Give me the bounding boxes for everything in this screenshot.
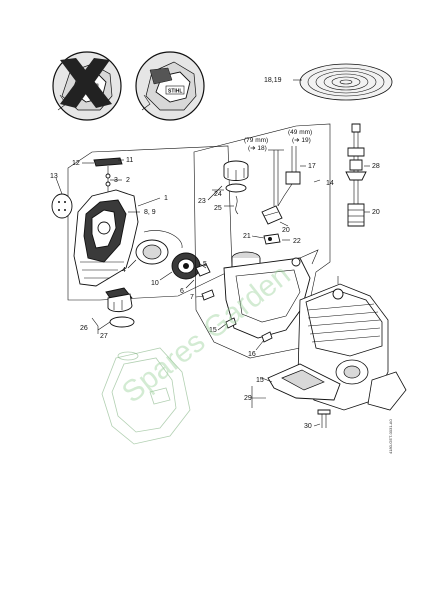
callout-24: 24 [214, 191, 222, 198]
callout-6: 6 [180, 288, 184, 295]
washer-13-part [51, 193, 73, 219]
callout-26: 26 [80, 325, 88, 332]
tank-vent-part [263, 233, 281, 245]
callout-22: 22 [293, 238, 301, 245]
rope-rotor-part [135, 230, 183, 265]
callout-23: 23 [198, 198, 206, 205]
model-variant-excluded-icon: STIHL [52, 51, 122, 121]
o-ring-24-part [225, 183, 247, 193]
callout-13: 13 [50, 173, 58, 180]
callout-27: 27 [100, 333, 108, 340]
callout-7: 7 [190, 294, 194, 301]
callout-5: 5 [203, 261, 207, 268]
pawl-part [195, 263, 211, 277]
guard-plate-part [267, 363, 341, 401]
screw-7-part [201, 289, 215, 301]
drawing-reference: 4180-GET-0031-A0 [388, 419, 393, 454]
callout-25: 25 [214, 205, 222, 212]
callout-15-upper: 15 [209, 327, 217, 334]
dimension-length-right: (49 mm) [288, 129, 312, 136]
starter-cover-part [73, 189, 139, 287]
fuel-filter-inner-part [261, 205, 283, 225]
model-variant-included-icon: STIHL [135, 51, 205, 121]
callout-3: 3 [114, 177, 118, 184]
screw-15-upper-part [225, 317, 237, 329]
starter-grip-part [93, 157, 123, 192]
callout-11: 11 [126, 157, 133, 164]
callout-21: 21 [243, 233, 251, 240]
callout-10: 10 [151, 280, 159, 287]
callout-16: 16 [248, 351, 256, 358]
screw-16-part [261, 331, 273, 343]
callout-2: 2 [126, 177, 130, 184]
filler-cap-part [105, 287, 135, 328]
dimension-ref-right: (➔ 19) [292, 137, 311, 144]
crankcase-ghost-part [101, 347, 191, 445]
callout-20-outer: 20 [372, 209, 380, 216]
x-mark-icon [60, 58, 112, 108]
dimension-length-left: (79 mm) [244, 137, 268, 144]
callout-30: 30 [304, 423, 312, 430]
fuel-filter-outer-part [347, 203, 365, 227]
brand-mark-right: STIHL [168, 89, 182, 95]
callout-15-lower: 15 [256, 377, 264, 384]
callout-4: 4 [122, 267, 126, 274]
filter-mat-part [299, 63, 393, 101]
dimension-ref-left: (➔ 18) [248, 145, 267, 152]
fuel-hose-part [268, 146, 301, 207]
callout-18-19: 18,19 [264, 77, 282, 84]
callout-12: 12 [72, 160, 80, 167]
tank-cap-part [223, 160, 249, 181]
callout-28: 28 [372, 163, 380, 170]
fuel-hose-pickup-part [345, 123, 367, 220]
screw-30-part [317, 409, 331, 428]
callout-1: 1 [164, 195, 168, 202]
fuel-pickup-25-part [235, 195, 239, 215]
callout-29: 29 [244, 395, 252, 402]
fuel-tank-part [223, 249, 319, 339]
callout-8-9: 8, 9 [144, 209, 156, 216]
callout-14: 14 [326, 180, 334, 187]
callout-17: 17 [308, 163, 316, 170]
callout-20-inner: 20 [282, 227, 290, 234]
